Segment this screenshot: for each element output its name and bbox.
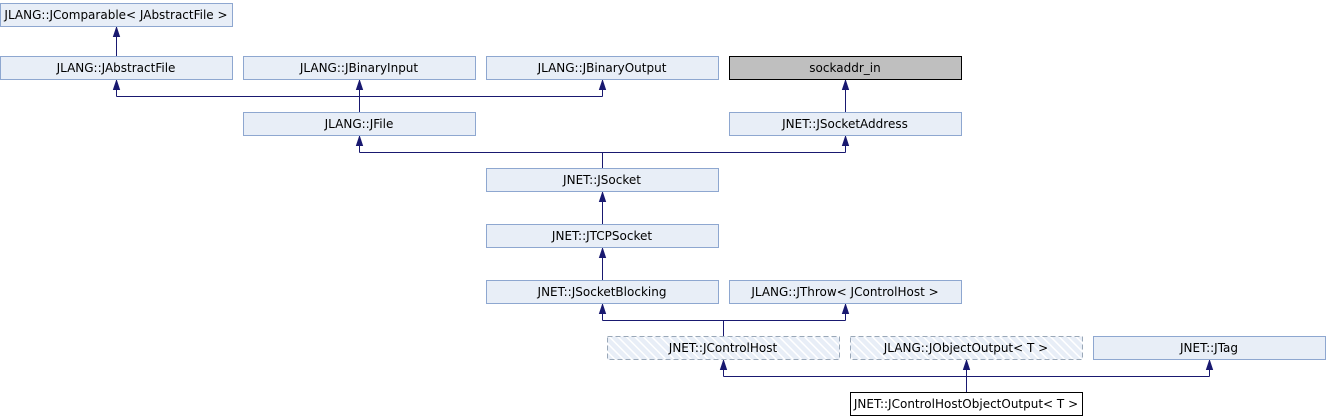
class-node-label: JNET::JTCPSocket — [551, 229, 652, 243]
class-node-label: JLANG::JAbstractFile — [56, 61, 176, 75]
class-node-box — [486, 224, 719, 248]
class-node-jcontrolhostobjectoutput[interactable]: JNET::JControlHostObjectOutput< T > — [850, 392, 1083, 416]
class-node-jsocketblocking[interactable]: JNET::JSocketBlocking — [486, 280, 719, 304]
class-node-box — [486, 56, 719, 80]
class-node-label: JLANG::JObjectOutput< T > — [883, 341, 1048, 355]
class-node-label: JLANG::JBinaryOutput — [537, 61, 667, 75]
nodes-layer: JLANG::JComparable< JAbstractFile >JLANG… — [0, 3, 1326, 416]
inheritance-arrowhead — [598, 190, 607, 202]
class-node-box — [243, 56, 476, 80]
edges-layer — [112, 25, 1214, 392]
class-node-label: JNET::JSocketBlocking — [537, 285, 667, 299]
class-node-box — [729, 56, 962, 80]
inheritance-arrowhead — [841, 302, 850, 314]
inheritance-arrowhead — [841, 134, 850, 146]
class-node-jcontrolhost[interactable]: JNET::JControlHost — [607, 336, 840, 360]
class-node-label: JLANG::JThrow< JControlHost > — [750, 285, 938, 299]
class-node-sockaddr_in[interactable]: sockaddr_in — [729, 56, 962, 80]
inheritance-arrowhead — [962, 358, 971, 370]
class-node-jsocketaddress[interactable]: JNET::JSocketAddress — [729, 112, 962, 136]
class-node-label: JNET::JControlHost — [668, 341, 778, 355]
inheritance-arrowhead — [355, 134, 364, 146]
class-node-box — [607, 336, 840, 360]
class-node-box — [850, 336, 1083, 360]
class-node-jbinaryoutput[interactable]: JLANG::JBinaryOutput — [486, 56, 719, 80]
class-node-jtcpsocket[interactable]: JNET::JTCPSocket — [486, 224, 719, 248]
class-node-jbinaryinput[interactable]: JLANG::JBinaryInput — [243, 56, 476, 80]
class-node-box — [0, 56, 233, 80]
class-node-box — [729, 280, 962, 304]
class-node-label: JLANG::JComparable< JAbstractFile > — [3, 8, 227, 22]
class-node-label: JLANG::JFile — [324, 117, 394, 131]
class-node-label: JNET::JSocketAddress — [781, 117, 908, 131]
class-node-jobjectoutput[interactable]: JLANG::JObjectOutput< T > — [850, 336, 1083, 360]
class-node-jtag[interactable]: JNET::JTag — [1093, 336, 1326, 360]
class-node-box — [486, 168, 719, 192]
class-node-label: JLANG::JBinaryInput — [299, 61, 419, 75]
class-node-jsocket[interactable]: JNET::JSocket — [486, 168, 719, 192]
class-node-box — [486, 280, 719, 304]
inheritance-arrowhead — [112, 25, 121, 37]
class-node-box — [0, 3, 233, 27]
class-node-box — [243, 112, 476, 136]
inheritance-arrowhead — [598, 246, 607, 258]
inheritance-arrowhead — [719, 358, 728, 370]
inheritance-arrowhead — [112, 78, 121, 90]
class-node-jcomparable[interactable]: JLANG::JComparable< JAbstractFile > — [0, 3, 233, 27]
class-node-jfile[interactable]: JLANG::JFile — [243, 112, 476, 136]
class-node-box — [729, 112, 962, 136]
class-node-label: sockaddr_in — [809, 61, 880, 75]
inheritance-arrowhead — [598, 302, 607, 314]
class-node-label: JNET::JTag — [1179, 341, 1238, 355]
class-node-jabstractfile[interactable]: JLANG::JAbstractFile — [0, 56, 233, 80]
class-node-label: JNET::JControlHostObjectOutput< T > — [853, 397, 1078, 411]
inheritance-arrowhead — [598, 78, 607, 90]
inheritance-arrowhead — [355, 78, 364, 90]
inheritance-arrowhead — [1205, 358, 1214, 370]
class-node-label: JNET::JSocket — [562, 173, 641, 187]
inheritance-arrowhead — [841, 78, 850, 90]
class-node-jthrow[interactable]: JLANG::JThrow< JControlHost > — [729, 280, 962, 304]
